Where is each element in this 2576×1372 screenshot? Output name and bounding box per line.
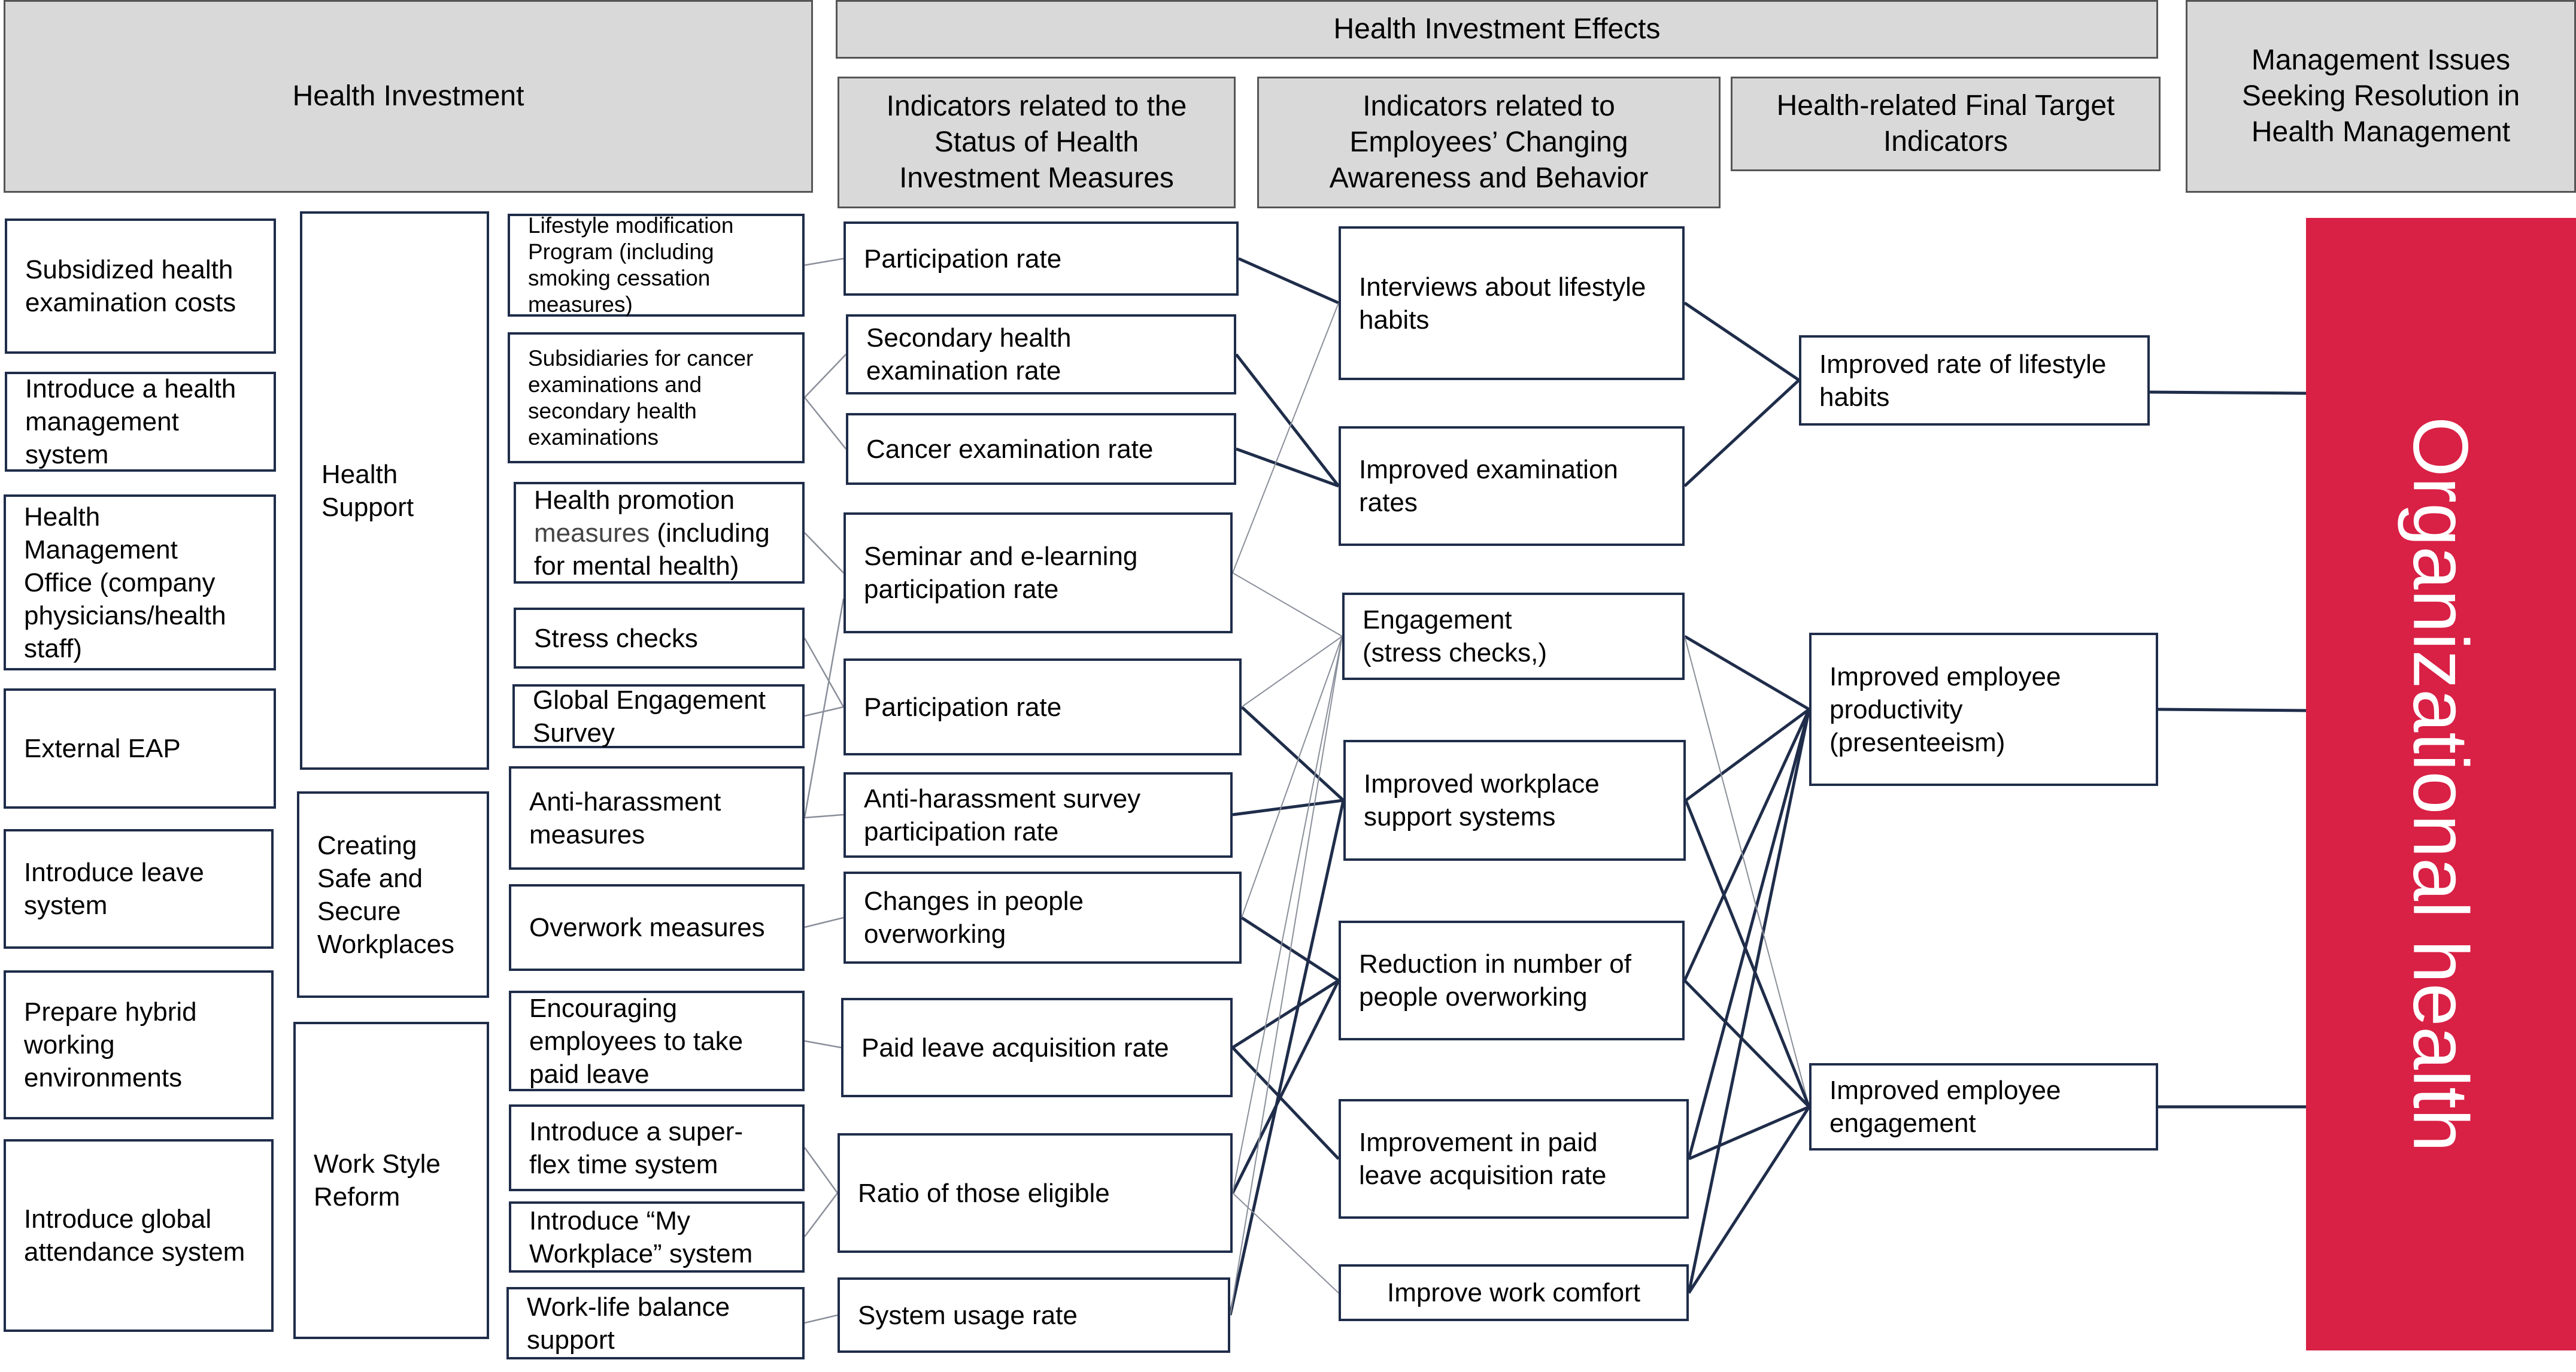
connector-line (1683, 301, 1800, 382)
connector-line (1683, 635, 1810, 711)
connector-line (1683, 979, 1810, 1108)
connector-line (1683, 708, 1811, 982)
measure-overwork: Overwork measures (509, 884, 805, 971)
connector-line (803, 638, 845, 708)
awareness-engagement: Engagement (stress checks,) (1342, 593, 1685, 680)
status-cancer-exam-rate: Cancer examination rate (846, 413, 1236, 485)
connector-line (1232, 636, 1343, 1194)
status-system-usage-rate: System usage rate (838, 1277, 1230, 1353)
connector-line (1687, 709, 1811, 1159)
header-health-investment-effects: Health Investment Effects (836, 0, 2158, 59)
connector-line (804, 1314, 838, 1324)
connector-line (1231, 979, 1340, 1194)
connector-line (804, 532, 844, 573)
organizational-health-label: Organizational health (2397, 416, 2485, 1152)
connector-line (1684, 636, 1810, 1107)
connector-line (1232, 1192, 1339, 1294)
connector-line (1230, 636, 1343, 1316)
connector-line (1232, 572, 1343, 637)
connector-line (1235, 353, 1340, 487)
connector-line (1231, 979, 1340, 1049)
connector-line (1687, 1106, 1811, 1294)
header-health-investment: Health Investment (4, 0, 813, 193)
connector-line (1232, 799, 1344, 816)
connector-line (1687, 709, 1811, 1294)
status-participation-rate-1: Participation rate (844, 221, 1239, 296)
connector-line (804, 257, 844, 266)
connector-line (1688, 1105, 1810, 1161)
connector-line (1236, 447, 1339, 488)
connector-line (2149, 390, 2307, 395)
connector-line (1240, 706, 1345, 802)
status-participation-rate-2: Participation rate (844, 658, 1242, 755)
connector-line (1683, 379, 1800, 487)
connector-line (1231, 1046, 1340, 1160)
connector-line (1684, 800, 1811, 1107)
connector-line (803, 598, 845, 818)
connector-line (1232, 302, 1339, 573)
connector-line (804, 1040, 842, 1049)
measure-stress-checks: Stress checks (514, 608, 805, 669)
connector-line (1685, 708, 1810, 802)
awareness-work-comfort: Improve work comfort (1339, 1264, 1689, 1321)
connector-line (1228, 800, 1345, 1316)
connector-line (804, 916, 844, 928)
connector-line (1237, 257, 1340, 305)
connector-line (803, 1147, 839, 1194)
measure-super-flex-time: Introduce a super-flex time system (509, 1104, 805, 1191)
status-ratio-eligible: Ratio of those eligible (838, 1133, 1233, 1253)
connector-line (2158, 708, 2307, 712)
connector-line (804, 814, 844, 819)
connector-line (804, 354, 846, 398)
connector-line (1241, 636, 1343, 918)
connector-line (1241, 636, 1343, 708)
organizational-health-banner: Organizational health (2306, 218, 2576, 1350)
connector-line (804, 1192, 838, 1237)
status-paid-leave-rate: Paid leave acquisition rate (841, 998, 1233, 1097)
connector-line (804, 397, 846, 450)
program-external-eap: External EAP (4, 688, 276, 809)
